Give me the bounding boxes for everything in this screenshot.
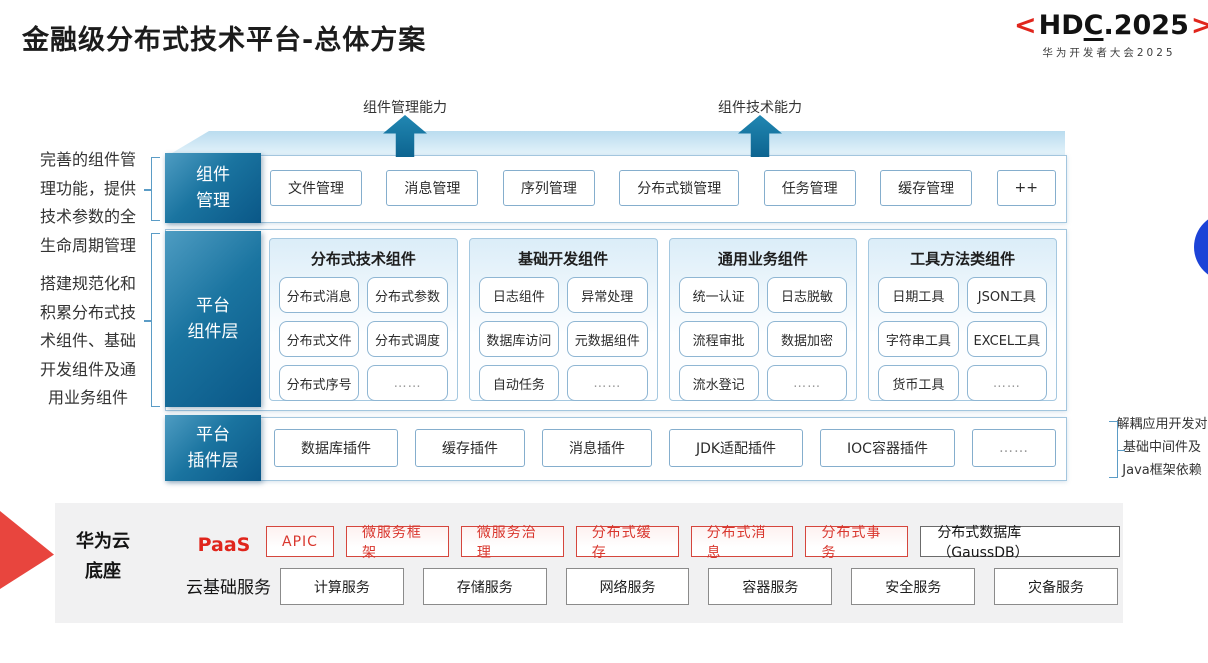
group-items: 日志组件异常处理数据库访问元数据组件自动任务…… xyxy=(470,277,657,410)
page-title: 金融级分布式技术平台-总体方案 xyxy=(22,25,427,56)
hdc-logo-subtitle: 华为开发者大会2025 xyxy=(1042,47,1176,59)
management-item: 序列管理 xyxy=(502,170,595,206)
component-item: 分布式消息 xyxy=(279,277,360,313)
capability-label-management: 组件管理能力 xyxy=(363,100,447,116)
paas-item: APIC xyxy=(266,526,334,557)
group-basic-dev: 基础开发组件 日志组件异常处理数据库访问元数据组件自动任务…… xyxy=(468,238,658,401)
plugin-item: JDK适配插件 xyxy=(668,429,804,467)
annotation-left-bottom: 搭建规范化和 积累分布式技 术组件、基础 开发组件及通 用业务组件 xyxy=(39,274,136,407)
paas-label: PaaS xyxy=(197,534,251,556)
right-bracket xyxy=(1109,421,1125,478)
component-item: …… xyxy=(966,365,1047,401)
component-item: 异常处理 xyxy=(567,277,648,313)
annotation-right: 解耦应用开发对 基础中间件及 Java框架依赖 xyxy=(1116,417,1208,478)
component-item: 分布式文件 xyxy=(279,321,360,357)
cloud-service-item: 网络服务 xyxy=(565,568,690,605)
group-items: 分布式消息分布式参数分布式文件分布式调度分布式序号…… xyxy=(270,277,457,410)
component-groups: 分布式技术组件 分布式消息分布式参数分布式文件分布式调度分布式序号…… 基础开发… xyxy=(269,238,1057,401)
component-item: 流水登记 xyxy=(678,365,759,401)
paas-item: 分布式缓存 xyxy=(575,525,679,561)
logo-right-bracket: > xyxy=(1190,10,1208,41)
component-item: 统一认证 xyxy=(678,277,759,313)
component-item: 数据加密 xyxy=(766,321,848,357)
paas-item: 分布式消息 xyxy=(690,525,794,561)
annotation-left-top: 完善的组件管 理功能，提供 技术参数的全 生命周期管理 xyxy=(39,150,136,255)
plugin-item: …… xyxy=(971,429,1056,467)
component-item: 数据库访问 xyxy=(478,321,560,357)
component-item: 日期工具 xyxy=(878,277,959,313)
cloud-service-item: 灾备服务 xyxy=(994,568,1118,605)
group-common-business: 通用业务组件 统一认证日志脱敏流程审批数据加密流水登记…… xyxy=(668,238,858,401)
left-bracket xyxy=(144,157,160,221)
component-item: EXCEL工具 xyxy=(966,321,1047,357)
plugin-item: 数据库插件 xyxy=(274,429,398,467)
component-item: 字符串工具 xyxy=(878,321,959,357)
layer-label-management: 组件 管理 xyxy=(165,153,261,223)
component-item: 流程审批 xyxy=(678,321,759,357)
logo-pre: HD xyxy=(1038,10,1084,41)
component-item: 分布式参数 xyxy=(367,277,448,313)
cloud-service-item: 容器服务 xyxy=(708,568,833,605)
group-title: 通用业务组件 xyxy=(717,250,808,268)
hdc-logo: <HDC.2025> 华为开发者大会2025 xyxy=(1012,10,1208,60)
paas-items: APIC 微服务框架微服务治理分布式缓存分布式消息分布式事务分布式数据库（Gaus… xyxy=(266,525,1120,561)
component-item: 分布式调度 xyxy=(367,321,448,357)
cloud-services-label: 云基础服务 xyxy=(186,578,271,598)
management-item: 任务管理 xyxy=(763,170,856,206)
cloud-service-item: 存储服务 xyxy=(422,568,547,605)
layer-label-plugins: 平台 插件层 xyxy=(165,415,261,481)
layer-label-components: 平台 组件层 xyxy=(165,231,261,407)
left-bracket xyxy=(144,233,160,407)
management-item: 分布式锁管理 xyxy=(619,170,740,206)
logo-left-bracket: < xyxy=(1014,10,1037,41)
decorative-circle xyxy=(1194,213,1208,281)
cloud-service-item: 计算服务 xyxy=(280,568,404,605)
group-title: 工具方法类组件 xyxy=(910,250,1016,268)
plugin-item: 缓存插件 xyxy=(414,429,525,467)
paas-item: 分布式事务 xyxy=(805,525,909,561)
management-item: 文件管理 xyxy=(270,170,362,206)
plugin-item: IOC容器插件 xyxy=(820,429,955,467)
management-item: 缓存管理 xyxy=(880,170,973,206)
group-title: 分布式技术组件 xyxy=(310,250,416,268)
component-item: …… xyxy=(766,365,848,401)
component-item: …… xyxy=(567,365,648,401)
component-item: 货币工具 xyxy=(878,365,959,401)
component-item: 日志脱敏 xyxy=(766,277,848,313)
management-item: ++ xyxy=(996,170,1056,206)
component-item: 自动任务 xyxy=(478,365,560,401)
capability-label-technical: 组件技术能力 xyxy=(718,100,802,116)
paas-item: 微服务框架 xyxy=(345,525,449,561)
component-item: …… xyxy=(367,365,448,401)
plugin-item: 消息插件 xyxy=(541,429,652,467)
foundation-label: 华为云 底座 xyxy=(76,531,130,582)
component-item: JSON工具 xyxy=(966,277,1047,313)
management-item: 消息管理 xyxy=(386,170,479,206)
red-arrowhead-icon xyxy=(0,511,54,589)
plugin-items: 数据库插件缓存插件消息插件 JDK适配插件 IOC容器插件 …… xyxy=(274,429,1056,467)
group-title: 基础开发组件 xyxy=(518,250,609,268)
component-item: 日志组件 xyxy=(478,277,560,313)
paas-db-item: 分布式数据库（GaussDB） xyxy=(920,525,1120,561)
management-items: 文件管理消息管理序列管理分布式锁管理任务管理缓存管理 ++ xyxy=(270,170,1056,206)
roof-band xyxy=(167,131,1065,156)
logo-c-underlined: C xyxy=(1083,10,1104,41)
component-item: 元数据组件 xyxy=(567,321,648,357)
group-distributed-tech: 分布式技术组件 分布式消息分布式参数分布式文件分布式调度分布式序号…… xyxy=(269,238,458,401)
hdc-logo-text: <HDC.2025> xyxy=(1012,10,1208,41)
paas-item: 微服务治理 xyxy=(460,525,564,561)
component-item: 分布式序号 xyxy=(279,365,360,401)
cloud-service-items: 计算服务存储服务网络服务容器服务安全服务灾备服务 xyxy=(280,568,1118,605)
cloud-service-item: 安全服务 xyxy=(851,568,976,605)
group-items: 统一认证日志脱敏流程审批数据加密流水登记…… xyxy=(670,277,857,410)
logo-post: .2025 xyxy=(1103,10,1189,41)
